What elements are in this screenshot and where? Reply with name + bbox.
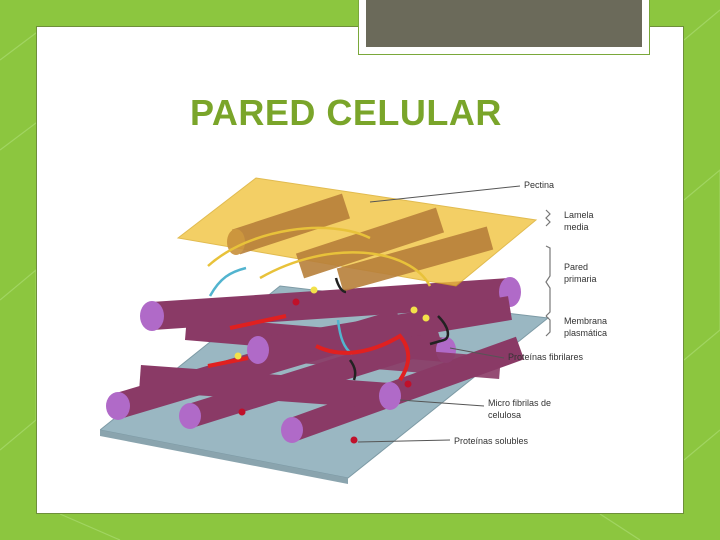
label-proteinas-fibrilares: Proteínas fibrilares (508, 352, 584, 362)
label-micro-fibrilas-2: celulosa (488, 410, 521, 420)
label-pectina: Pectina (524, 180, 554, 190)
label-micro-fibrilas-1: Micro fibrilas de (488, 398, 551, 408)
label-pared-1: Pared (564, 262, 588, 272)
header-tab (366, 0, 642, 47)
label-membrana-1: Membrana (564, 316, 607, 326)
label-lamela-2: media (564, 222, 589, 232)
label-pared-2: primaria (564, 274, 597, 284)
label-proteinas-solubles: Proteínas solubles (454, 436, 529, 446)
label-lamela-1: Lamela (564, 210, 594, 220)
label-membrana-2: plasmática (564, 328, 607, 338)
cell-wall-diagram: Pectina Lamela media Pared primaria Memb… (100, 168, 640, 488)
slide-title: PARED CELULAR (190, 92, 502, 134)
bracket-marks (546, 210, 550, 336)
